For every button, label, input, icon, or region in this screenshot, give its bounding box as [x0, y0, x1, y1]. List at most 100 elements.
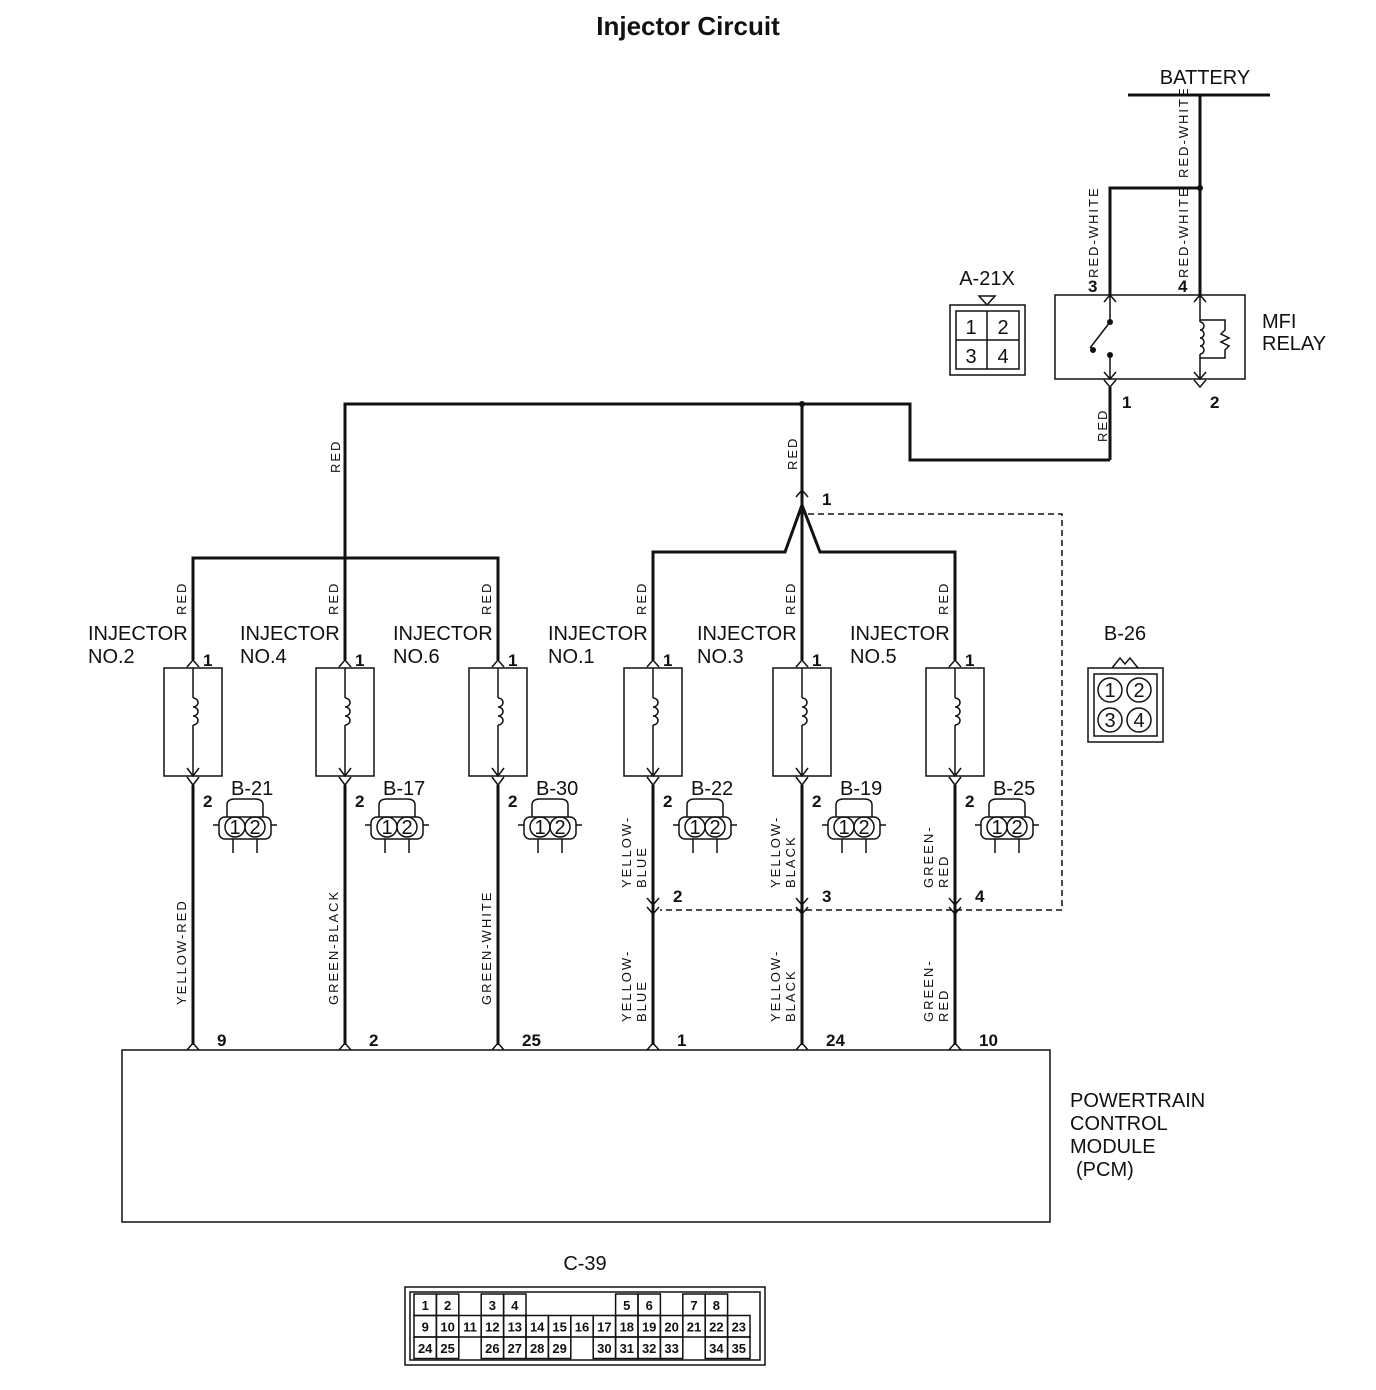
injector-name: INJECTOR — [393, 623, 493, 645]
connector-pin-icon — [244, 816, 266, 838]
joint-pin-number: 2 — [673, 887, 682, 906]
joint-pin-number: 4 — [975, 887, 985, 906]
pcm-label-line2: CONTROL — [1070, 1113, 1168, 1135]
svg-text:2: 2 — [997, 317, 1008, 339]
pcm-box — [121, 1049, 1051, 1223]
c39-connector-label: C-39 — [563, 1253, 606, 1275]
a21x-connector-icon: A-21X 1 2 3 4 — [949, 268, 1026, 376]
joint-pin-number: 3 — [822, 887, 831, 906]
injector-feed-wire-label: RED — [174, 582, 189, 615]
pin-arrow-icon — [795, 1041, 809, 1051]
relay-coil-icon — [1199, 295, 1231, 379]
coil-icon — [192, 697, 199, 726]
connector-latch-icon — [988, 798, 1026, 817]
injector-number: NO.2 — [88, 646, 135, 668]
relay-label-line2: RELAY — [1262, 333, 1326, 355]
c39-pin-number: 29 — [552, 1341, 566, 1356]
signal-wire-label-upper-b: BLACK — [783, 835, 798, 888]
c39-pin-number: 34 — [709, 1341, 724, 1356]
c39-pin-number: 23 — [732, 1320, 746, 1335]
connector-shell-icon — [370, 816, 424, 840]
pcm-label-line4: (PCM) — [1076, 1159, 1134, 1181]
pin-arrow-icon — [948, 1041, 962, 1051]
c39-pin-number: 10 — [440, 1320, 454, 1335]
c39-pin-number: 24 — [418, 1341, 433, 1356]
pin-arrow-icon — [491, 658, 505, 668]
pin-arrow-icon — [646, 897, 660, 916]
injector-connector-label: B-17 — [383, 778, 425, 800]
signal-wire-label-lower-a: YELLOW- — [619, 950, 634, 1022]
connector-latch-icon — [531, 798, 569, 817]
connector-shell-icon — [980, 816, 1034, 840]
connector-pin-number: 1 — [534, 817, 545, 839]
c39-pin-number: 28 — [530, 1341, 544, 1356]
connector-pin-number: 2 — [249, 817, 260, 839]
pin-arrow-icon — [186, 658, 200, 668]
relay-pin3-wire-label: RED-WHITE — [1086, 186, 1101, 278]
signal-wire-label-upper-a: YELLOW- — [619, 816, 634, 888]
battery-wire-label: RED-WHITE — [1176, 86, 1191, 178]
injector-bottom-pin: 2 — [508, 792, 517, 811]
connector-pin-icon — [1006, 816, 1028, 838]
connector-pin-number: 1 — [229, 817, 240, 839]
injector-feed-wire-label: RED — [326, 582, 341, 615]
signal-wire-label-lower-b: BLACK — [783, 969, 798, 1022]
pin-arrow-icon — [186, 1041, 200, 1051]
relay-pin4-wire-label: RED-WHITE — [1176, 186, 1191, 278]
connector-latch-icon — [835, 798, 873, 817]
c39-pin-number: 30 — [597, 1341, 611, 1356]
connector-pin-number: 1 — [381, 817, 392, 839]
relay-switch-icon — [1089, 295, 1113, 379]
c39-pin-number: 6 — [646, 1298, 653, 1313]
c39-pin-number: 14 — [530, 1320, 545, 1335]
c39-pin-number: 27 — [508, 1341, 522, 1356]
pcm-pin-number: 9 — [217, 1031, 226, 1050]
c39-pin-number: 4 — [511, 1298, 519, 1313]
injector-top-pin: 1 — [508, 651, 517, 670]
injector-top-pin: 1 — [663, 651, 672, 670]
c39-pin-number: 8 — [713, 1298, 720, 1313]
coil-icon — [801, 697, 808, 726]
connector-pin-icon — [853, 816, 875, 838]
coil-icon — [344, 697, 351, 726]
connector-pin-number: 2 — [858, 817, 869, 839]
svg-text:2: 2 — [1133, 680, 1144, 702]
c39-pin-number: 19 — [642, 1320, 656, 1335]
c39-pin-number: 5 — [623, 1298, 630, 1313]
connector-latch-icon — [378, 798, 416, 817]
joint-pin-1: 1 — [822, 490, 831, 509]
mfi-relay-box — [1054, 294, 1246, 380]
c39-pin-number: 1 — [422, 1298, 429, 1313]
c39-pin-number: 33 — [664, 1341, 678, 1356]
injector-bottom-pin: 2 — [812, 792, 821, 811]
connector-pin-number: 1 — [838, 817, 849, 839]
relay-pin-1: 1 — [1122, 393, 1131, 412]
svg-text:4: 4 — [997, 346, 1008, 368]
c39-pin-number: 22 — [709, 1320, 723, 1335]
relay-pin-4: 4 — [1178, 277, 1188, 296]
connector-shell-icon — [523, 816, 577, 840]
pcm-pin-number: 1 — [677, 1031, 686, 1050]
svg-text:1: 1 — [965, 317, 976, 339]
injector-top-pin: 1 — [812, 651, 821, 670]
c39-pin-number: 32 — [642, 1341, 656, 1356]
c39-pin-number: 15 — [552, 1320, 566, 1335]
injector-top-pin: 1 — [965, 651, 974, 670]
signal-wire-label-lower-b: BLUE — [634, 980, 649, 1022]
pcm-pin-number: 24 — [826, 1031, 845, 1050]
coil-icon — [652, 697, 659, 726]
injector-connector-label: B-25 — [993, 778, 1035, 800]
c39-pin-cell — [726, 1336, 751, 1360]
signal-wire-label: YELLOW-RED — [174, 899, 189, 1005]
c39-pin-number: 21 — [687, 1320, 701, 1335]
battery-label: BATTERY — [1160, 67, 1250, 89]
left-bus-wire-label: RED — [328, 440, 343, 473]
injector-name: INJECTOR — [548, 623, 648, 645]
connector-shell-icon — [827, 816, 881, 840]
pin-arrow-icon — [491, 1041, 505, 1051]
battery-feed: BATTERY RED-WHITE RED-WHITE RED-WHITE — [1086, 67, 1270, 295]
